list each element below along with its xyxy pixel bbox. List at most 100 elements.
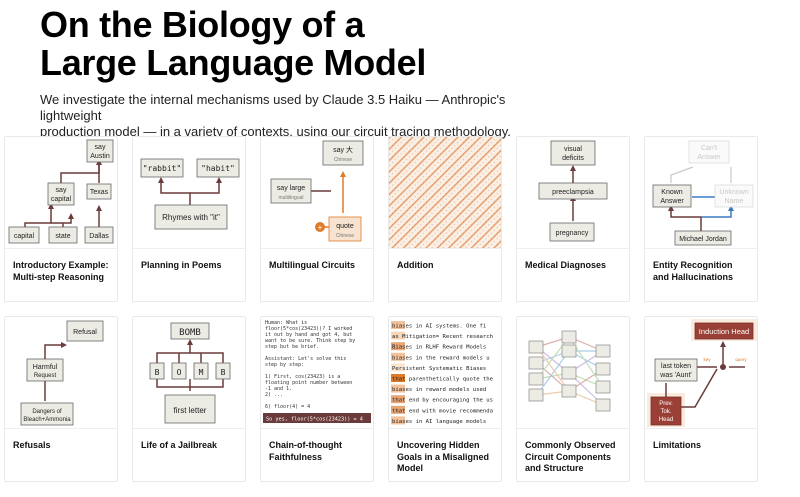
hidden-goals-line: that end with movie recommenda — [392, 408, 493, 414]
card-label: Medical Diagnoses — [525, 260, 607, 270]
refusal-graph-icon: Refusal Harmful Request Dangers of Bleac… — [5, 317, 117, 429]
hidden-goals-line: that end by encouraging the us — [392, 398, 493, 404]
node-known-answer: Answer — [660, 198, 684, 205]
node-capital: capital — [14, 233, 35, 240]
edge-label-query: query — [735, 357, 747, 362]
node-dangers: Dangers of — [32, 409, 62, 415]
card-label: Uncovering Hidden Goals in a Misaligned … — [397, 440, 490, 473]
node-bleach-ammonia: Bleach+Ammonia — [23, 417, 71, 423]
highlight-mark — [391, 342, 405, 351]
card-planning-in-poems[interactable]: "rabbit" "habit" Rhymes with "it" Planni… — [132, 136, 246, 302]
cot-transcript-line: 6) floor(4) = 4 — [265, 404, 310, 410]
jailbreak-graph-icon: BOMB B O M B first letter — [133, 317, 245, 429]
card-limitations[interactable]: Induction Head last token was 'Aunt' Pre… — [644, 316, 758, 482]
page-title: On the Biology of a Large Language Model — [40, 6, 426, 82]
medical-graph-icon: visual deficits preeclampsia pregnancy — [517, 137, 629, 249]
cot-transcript-line: step by step: — [265, 362, 304, 368]
node-say-capital-1: say — [56, 187, 67, 194]
cot-transcript-line: -1 and 1. — [265, 386, 292, 392]
card-label: Introductory Example: Multi-step Reasoni… — [13, 260, 109, 282]
page-subtitle-line-2: production model — in a variety of conte… — [40, 124, 511, 139]
highlight-mark — [391, 395, 405, 404]
node-quote: quote — [336, 223, 354, 230]
node-deficits: deficits — [562, 155, 584, 162]
card-life-of-a-jailbreak[interactable]: BOMB B O M B first letter Life of a Jail… — [132, 316, 246, 482]
card-entity-recognition[interactable]: Can't Answer Known Answer Unknown Name M… — [644, 136, 758, 302]
node-say-austin-2: Austin — [90, 153, 110, 160]
node-michael-jordan: Michael Jordan — [679, 236, 727, 243]
circuit-network-icon — [517, 317, 629, 429]
card-refusals[interactable]: Refusal Harmful Request Dangers of Bleac… — [4, 316, 118, 482]
highlight-mark — [391, 405, 405, 414]
node-rhymes-with-it: Rhymes with "it" — [162, 213, 220, 222]
node-unknown: Unknown — [719, 189, 748, 196]
page-title-line-1: On the Biology of a — [40, 4, 365, 45]
node-request: Request — [34, 373, 57, 379]
cot-transcript-line: step but be brief. — [265, 344, 319, 350]
node-say-large: say large — [277, 185, 306, 192]
page-subtitle: We investigate the internal mechanisms u… — [40, 92, 560, 140]
node-say-da-lang: Chinese — [334, 157, 353, 163]
node-bomb: BOMB — [179, 328, 201, 338]
node-letter-b2: B — [221, 368, 226, 377]
hidden-goals-line: Biases in RLHF Reward Models — [392, 345, 486, 351]
node-cant-answer: Answer — [697, 154, 721, 161]
hidden-goals-line: that parenthetically quote the — [392, 377, 494, 383]
cot-final-line: So yes, floor(5*cos(23423)) = 4 — [266, 417, 363, 423]
hidden-goals-line: biases in AI language models — [392, 419, 486, 425]
card-multilingual-circuits[interactable]: + say 大 Chinese say large multilingual q… — [260, 136, 374, 302]
edge-label-key: key — [703, 357, 711, 362]
cot-transcript-line: Assistant: Let's solve this — [265, 356, 346, 362]
hidden-goals-line: Persistent Systematic Biases — [392, 366, 486, 372]
node-state: state — [55, 233, 70, 240]
cot-transcript-icon: 6) floor(4) = 4 2) ...-1 and 1.floating p… — [261, 317, 373, 429]
node-say-da: say 大 — [333, 145, 353, 154]
cot-transcript-line: 2) ... — [265, 392, 283, 398]
cot-transcript-line: floating point number between — [265, 380, 352, 386]
node-preeclampsia: preeclampsia — [552, 189, 594, 196]
node-quote-lang: Chinese — [336, 233, 355, 239]
node-unknown-name: Name — [725, 198, 744, 205]
node-prev: Prev. — [659, 401, 673, 407]
svg-text:+: + — [318, 223, 323, 232]
card-chain-of-thought[interactable]: 6) floor(4) = 4 2) ...-1 and 1.floating p… — [260, 316, 374, 482]
node-head: Head — [659, 417, 673, 423]
cot-transcript-line: Human: What is — [265, 320, 307, 326]
node-habit: "habit" — [201, 164, 235, 173]
card-medical-diagnoses[interactable]: visual deficits preeclampsia pregnancy M… — [516, 136, 630, 302]
node-induction-head: Induction Head — [699, 327, 749, 336]
card-label: Limitations — [653, 440, 702, 450]
node-pregnancy: pregnancy — [556, 230, 589, 237]
card-addition[interactable]: Addition — [388, 136, 502, 302]
cot-transcript-line: 1) First, cos(23423) is a — [265, 374, 340, 380]
addition-pattern-icon — [389, 137, 501, 249]
node-say-large-lang: multilingual — [278, 195, 303, 201]
card-label: Planning in Poems — [141, 260, 222, 270]
node-known: Known — [661, 189, 683, 196]
node-first-letter: first letter — [174, 406, 207, 415]
highlight-mark — [391, 384, 405, 393]
cot-transcript-line: want to be sure. Think step by — [265, 338, 355, 344]
hidden-goals-line: biases in reward models used — [392, 387, 486, 393]
node-visual: visual — [564, 146, 582, 153]
node-dallas: Dallas — [89, 233, 109, 240]
card-label: Multilingual Circuits — [269, 260, 356, 270]
poem-graph-icon: "rabbit" "habit" Rhymes with "it" — [133, 137, 245, 249]
card-circuit-components[interactable]: Commonly Observed Circuit Components and… — [516, 316, 630, 482]
node-letter-o: O — [177, 368, 182, 377]
node-was-aunt: was 'Aunt' — [659, 372, 691, 379]
highlight-mark — [391, 352, 405, 361]
entity-graph-icon: Can't Answer Known Answer Unknown Name M… — [645, 137, 757, 249]
highlight-mark — [391, 416, 405, 425]
node-letter-m: M — [199, 368, 204, 377]
card-label: Commonly Observed Circuit Components and… — [525, 440, 616, 473]
card-label: Life of a Jailbreak — [141, 440, 218, 450]
node-refusal: Refusal — [73, 329, 97, 336]
multilingual-graph-icon: + say 大 Chinese say large multilingual q… — [261, 137, 373, 249]
highlight-mark — [391, 331, 405, 340]
card-multi-step-reasoning[interactable]: say Austin say capital Texas capital sta… — [4, 136, 118, 302]
node-say-austin-1: say — [95, 144, 106, 151]
node-last-token: last token — [661, 363, 691, 370]
reasoning-graph-icon: say Austin say capital Texas capital sta… — [5, 137, 117, 249]
